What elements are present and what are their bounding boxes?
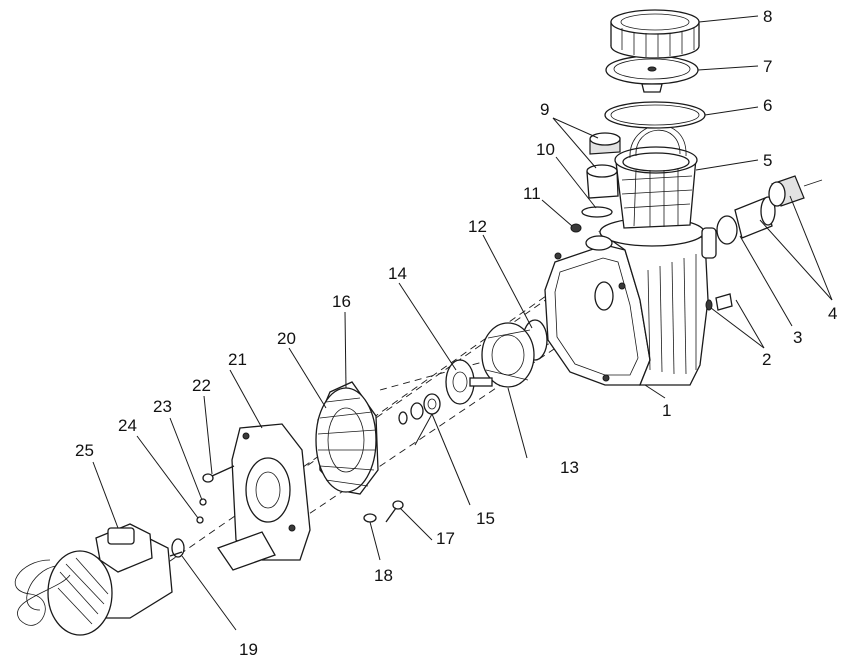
seal-plate	[315, 381, 379, 495]
electric-motor	[15, 523, 183, 636]
lid-locking-ring	[610, 9, 700, 59]
callout-14: 14	[388, 264, 407, 283]
pump-housing	[544, 217, 717, 386]
callout-25: 25	[75, 441, 94, 460]
callout-22: 22	[192, 376, 211, 395]
strainer-lid	[605, 55, 699, 93]
callout-21: 21	[228, 350, 247, 369]
callout-19: 19	[239, 640, 258, 659]
callout-8: 8	[763, 7, 773, 26]
callout-3: 3	[793, 328, 803, 347]
screw-set	[196, 465, 235, 524]
callout-10: 10	[536, 140, 555, 159]
drain-plug-set	[705, 293, 733, 311]
callout-2: 2	[762, 350, 772, 369]
drain-plug	[570, 223, 582, 233]
callout-24: 24	[118, 416, 137, 435]
motor-bracket	[216, 423, 311, 571]
lid-o-ring	[604, 101, 706, 129]
mechanical-seal	[398, 393, 441, 425]
callout-12: 12	[468, 217, 487, 236]
strainer-basket	[614, 125, 698, 229]
callout-1: 1	[662, 401, 672, 420]
callout-6: 6	[763, 96, 773, 115]
bolt-washer	[363, 500, 404, 523]
suction-union	[581, 132, 621, 218]
callout-16: 16	[332, 292, 351, 311]
callout-13: 13	[560, 458, 579, 477]
impeller	[445, 359, 493, 405]
callout-7: 7	[763, 57, 773, 76]
callout-23: 23	[153, 397, 172, 416]
diffuser	[481, 322, 535, 388]
leader-lines	[92, 15, 833, 631]
callout-5: 5	[763, 151, 773, 170]
discharge-union	[716, 175, 823, 245]
callout-9: 9	[540, 100, 550, 119]
callout-18: 18	[374, 566, 393, 585]
callout-15: 15	[476, 509, 495, 528]
callout-11: 11	[523, 184, 541, 203]
callout-4: 4	[828, 304, 838, 323]
callout-20: 20	[277, 329, 296, 348]
callout-17: 17	[436, 529, 455, 548]
